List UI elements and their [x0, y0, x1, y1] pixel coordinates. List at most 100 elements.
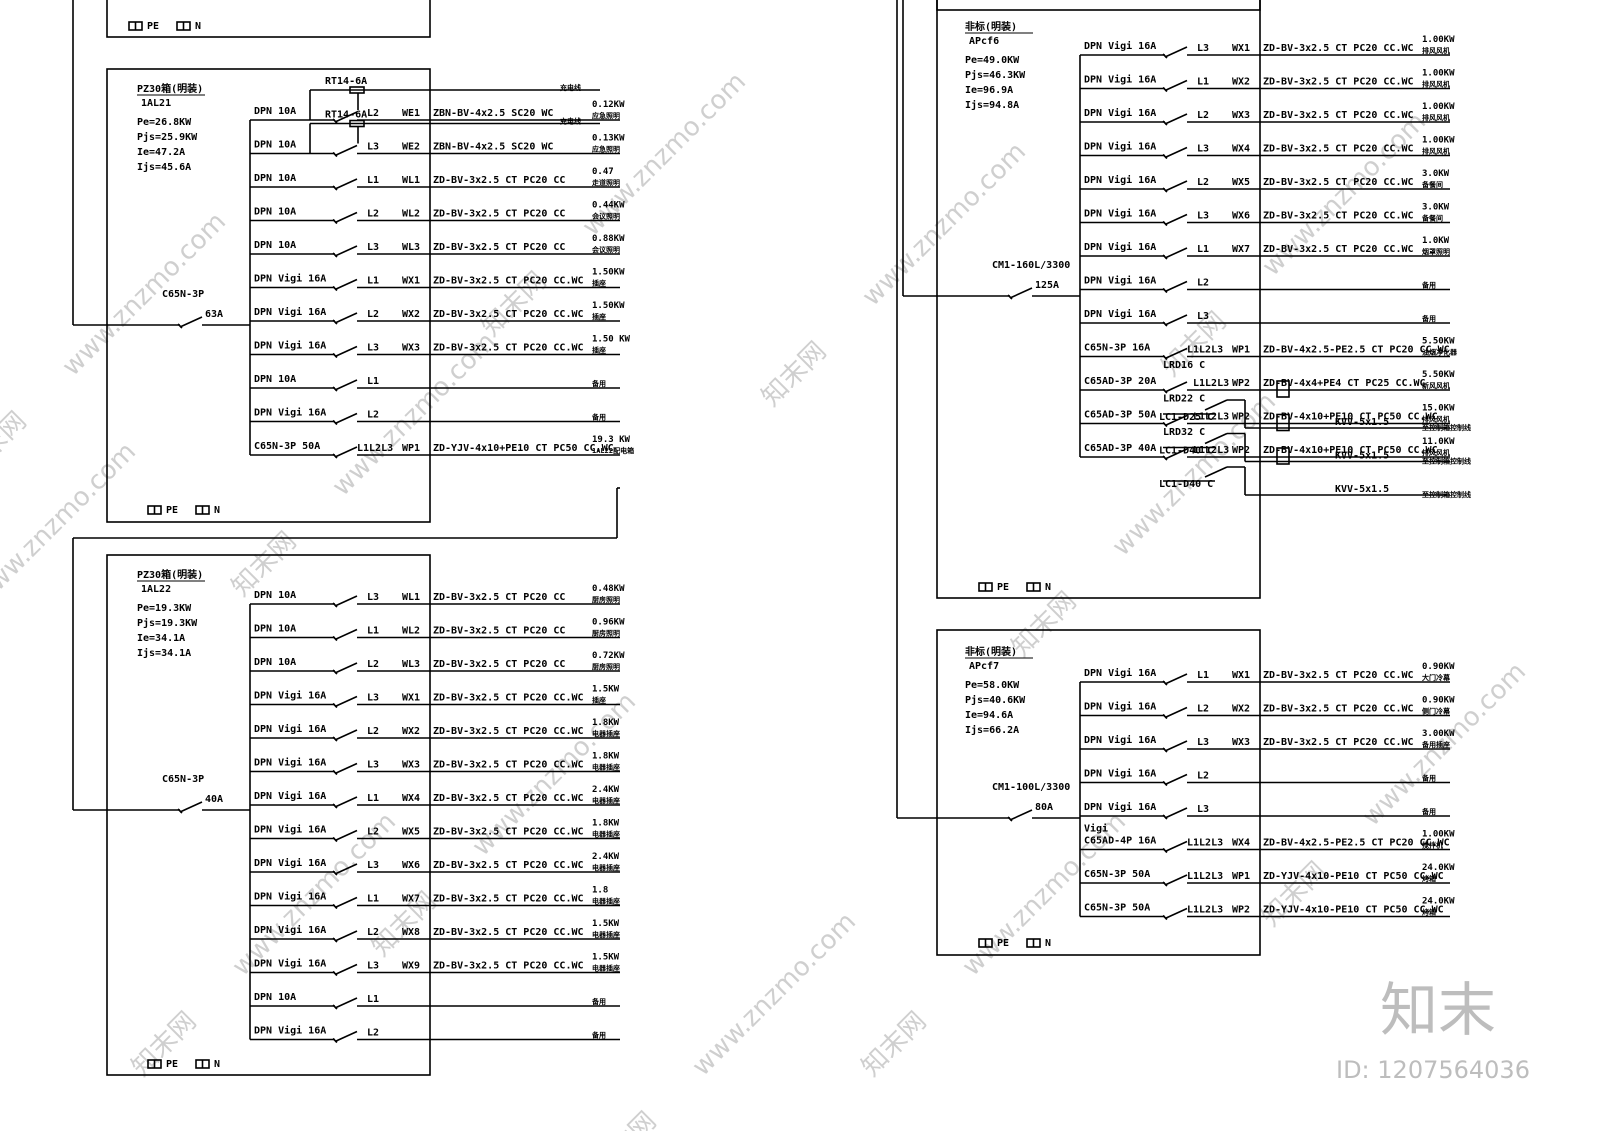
cable-spec: ZD-BV-3x2.5 CT PC20 CC.WC [433, 827, 584, 838]
phase-label: L1L2L3 [357, 443, 393, 454]
panel-code: APcf7 [969, 661, 999, 672]
circuit-code: WX2 [402, 309, 420, 320]
branch-breaker-contact [334, 111, 358, 123]
load-desc: 1AL22配电箱 [592, 446, 634, 455]
main-breaker-contact [179, 316, 203, 328]
load-desc: 电器插座 [592, 763, 620, 772]
n-label: N [1045, 938, 1051, 949]
circuit-code: WX1 [1232, 43, 1250, 54]
load-desc: 备用 [1421, 281, 1436, 290]
load-desc: 备用 [1421, 807, 1436, 816]
load-kw: 1.50 KW [592, 335, 631, 345]
load-kw: 11.0KW [1422, 437, 1455, 447]
phase-label: L2 [1197, 704, 1209, 715]
load-kw: 0.48KW [592, 584, 625, 594]
breaker-mark [1162, 86, 1168, 93]
phase-label: L3 [367, 760, 379, 771]
load-kw: 1.8KW [592, 752, 620, 762]
circuit-code: WL3 [402, 242, 420, 253]
load-desc: 厨房照明 [592, 595, 620, 604]
load-desc: 插座 [592, 696, 606, 705]
breaker-rating: DPN Vigi 16A [1084, 801, 1156, 813]
cable-spec: ZBN-BV-4x2.5 SC20 WC [433, 142, 553, 153]
load-desc: 备用 [591, 1031, 606, 1040]
branch-breaker-contact [334, 379, 358, 391]
cable-spec: ZD-YJV-4x10+PE10 CT PC50 CC.WC [433, 443, 614, 454]
breaker-mark [1162, 153, 1168, 160]
panel-title: PZ30箱(明装) [137, 568, 203, 581]
watermark-cn: 知末网 [1256, 856, 1332, 932]
load-kw: 1.0KW [1422, 236, 1450, 246]
breaker-rating: DPN Vigi 16A [1084, 241, 1156, 253]
breaker-rating: DPN Vigi 16A [254, 690, 326, 702]
cable-spec: ZBN-BV-4x2.5 SC20 WC [433, 108, 553, 119]
cable-spec: ZD-BV-4x10+PE10 CT PC50 CC.WC [1263, 445, 1438, 456]
phase-label: L1L2L3 [1193, 445, 1229, 456]
load-desc: 大门冷幕 [1422, 673, 1451, 682]
circuit-code: WX1 [402, 693, 420, 704]
panel-param: Ijs=94.8A [965, 99, 1019, 111]
circuit-code: WX5 [1232, 177, 1250, 188]
pe-label: PE [997, 582, 1009, 593]
watermark-text: www.znzmo.com [0, 437, 142, 612]
breaker-mark [332, 453, 338, 459]
cable-spec: ZD-BV-4x4+PE4 CT PC25 CC.WC [1263, 378, 1426, 389]
panel-code: 1AL22 [141, 584, 171, 595]
panel-param: Pjs=40.6KW [965, 694, 1026, 706]
breaker-mark [332, 285, 338, 292]
phase-label: L1 [367, 626, 379, 637]
branch-breaker-contact [1164, 46, 1188, 58]
panel-title: 非标(明装) [965, 645, 1017, 658]
circuit-code: WE1 [402, 108, 420, 119]
circuit-code: WE2 [402, 142, 420, 153]
cable-spec: ZD-BV-3x2.5 CT PC20 CC.WC [1263, 670, 1414, 681]
load-kw: 1.5KW [592, 919, 620, 929]
branch-breaker-contact [334, 278, 358, 291]
fuse-label: RT14-6A [325, 110, 367, 121]
load-desc: 烤箱 [1422, 874, 1436, 883]
breaker-rating: DPN 10A [254, 173, 296, 184]
breaker-rating: DPN Vigi 16A [254, 757, 326, 769]
breaker-mark [1007, 816, 1013, 822]
circuit-code: WX1 [1232, 670, 1250, 681]
breaker-rating: DPN Vigi 16A [254, 273, 326, 285]
phase-label: L1 [1197, 77, 1209, 88]
load-kw: 3.00KW [1422, 729, 1455, 739]
breaker-rating: DPN Vigi 16A [254, 891, 326, 903]
load-kw: 5.50KW [1422, 337, 1455, 347]
breaker-mark [1162, 321, 1168, 327]
thermal-relay-label: LRD16 C [1163, 360, 1205, 371]
branch-breaker-contact [1164, 414, 1188, 427]
load-kw: 1.00KW [1422, 69, 1455, 79]
load-desc: 备餐间 [1421, 214, 1443, 223]
breaker-rating: DPN Vigi 16A [1084, 174, 1156, 186]
breaker-mark [1007, 294, 1013, 300]
breaker-rating: DPN Vigi 16A [1084, 107, 1156, 119]
load-desc: 烟罩照明 [1422, 247, 1450, 256]
breaker-mark [332, 419, 338, 426]
load-desc: 排风风机 [1422, 113, 1450, 122]
load-desc: 应急照明 [592, 111, 620, 120]
cable-spec: ZD-BV-4x10+PE10 CT PC50 CC.WC [1263, 412, 1438, 423]
breaker-rating: DPN 10A [254, 140, 296, 151]
load-kw: 0.13KW [592, 134, 625, 144]
load-kw: 3.0KW [1422, 169, 1450, 179]
cable-spec: ZD-BV-3x2.5 CT PC20 CC [433, 626, 565, 637]
load-kw: 1.00KW [1422, 102, 1455, 112]
watermark-cn: 知末网 [0, 406, 33, 482]
circuit-code: WP2 [1232, 445, 1250, 456]
breaker-mark [1162, 747, 1168, 753]
phase-label: L2 [1197, 771, 1209, 782]
contactor-label: LC1-D25 C [1159, 412, 1213, 423]
load-kw: 0.47 [592, 167, 614, 177]
circuit-code: WX3 [402, 760, 420, 771]
breaker-mark [332, 185, 338, 191]
main-breaker-label: CM1-100L/3300 [992, 782, 1070, 793]
circuit-code: WX8 [402, 927, 420, 938]
breaker-mark [177, 808, 183, 814]
breaker-rating: DPN 10A [254, 992, 296, 1003]
breaker-rating: DPN Vigi 16A [254, 824, 326, 836]
breaker-prefix: Vigi [1084, 823, 1108, 835]
breaker-mark [332, 769, 338, 776]
phase-label: L2 [367, 659, 379, 670]
